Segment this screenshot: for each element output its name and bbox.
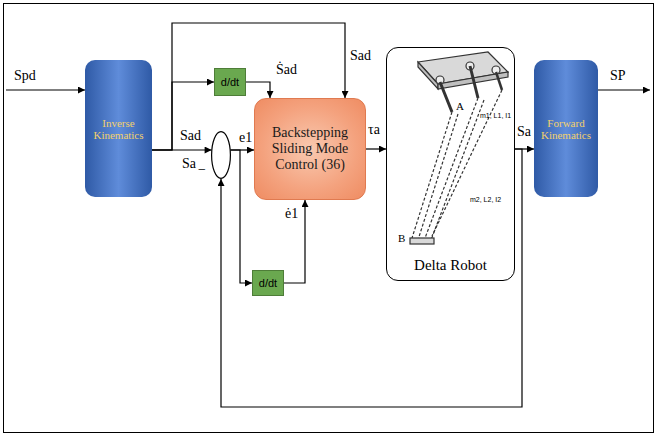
signal-name: e1 [239,130,252,146]
process-box: Inverse Kinematics [85,60,152,197]
signal-name: Sa [182,156,196,172]
signal-line [246,82,270,98]
node-text: Delta Robot [414,257,487,274]
plant-box: Delta Robot [386,47,515,281]
outer-frame [4,4,654,433]
derivative-box: d/dt [214,68,246,96]
point-label: B [398,232,405,244]
signal-name: Spd [14,68,36,84]
input-line [6,89,85,90]
parameter-label: m2, L2, I2 [470,196,501,204]
junction-ellipse [212,132,231,179]
signal-line [284,200,305,283]
parameter-label: m1, L1, I1 [480,112,511,120]
summing-junction: − [211,131,231,179]
signal-line [230,150,252,283]
node-text: Backstepping Sliding Mode Control (36) [261,125,359,173]
derivative-box: d/dt [252,270,284,296]
node-text: Inverse Kinematics [89,117,148,141]
sign-label: − [198,162,206,178]
node-text: d/dt [221,76,239,88]
signal-line [366,148,386,149]
signal-name: Ṡad [276,62,297,78]
signal-name: Sad [350,48,371,64]
signal-name: τa [368,122,380,138]
point-label: A [456,100,464,112]
signal-name: Sad [180,128,201,144]
node-text: d/dt [259,277,277,289]
junction-outline [211,131,231,179]
node-text: Forward Kinematics [538,117,594,141]
signal-name: Sa [517,124,531,140]
signal-line [152,82,214,150]
controller-box: Backstepping Sliding Mode Control (36) [254,98,366,200]
process-box: Forward Kinematics [534,60,598,197]
delta-robot-drawing [410,52,508,244]
output-line [598,89,650,90]
signal-name: SP [610,68,626,84]
signal-name: ė1 [285,206,298,222]
